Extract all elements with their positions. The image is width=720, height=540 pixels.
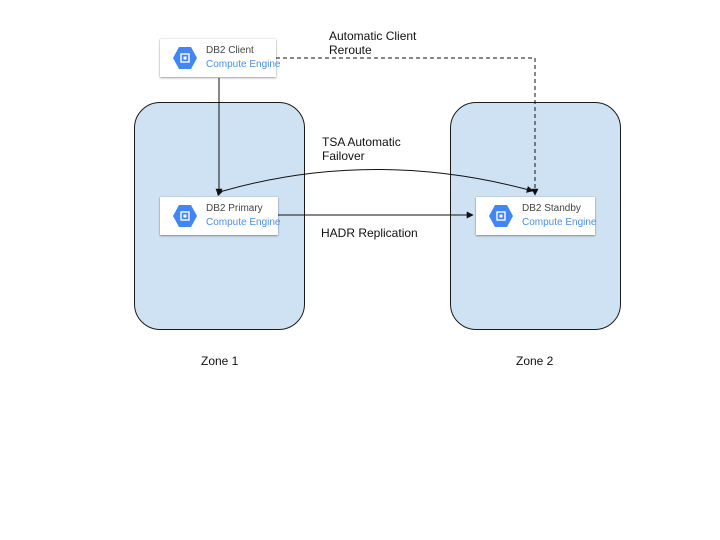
db2-primary-title: DB2 Primary xyxy=(206,203,263,214)
db2-primary-card[interactable]: DB2 Primary Compute Engine xyxy=(160,197,281,235)
hadr-replication-label: HADR Replication xyxy=(321,226,418,240)
compute-engine-icon xyxy=(173,47,197,69)
db2-standby-card[interactable]: DB2 Standby Compute Engine xyxy=(476,197,597,235)
zone-2-label: Zone 2 xyxy=(516,354,554,368)
zone-1-label: Zone 1 xyxy=(201,354,239,368)
failover-arrow xyxy=(215,169,534,197)
compute-engine-icon xyxy=(489,205,513,227)
failover-label: TSA Automatic Failover xyxy=(322,135,401,163)
client-reroute-label: Automatic Client Reroute xyxy=(329,29,417,57)
client-reroute-arrow xyxy=(276,57,539,196)
db2-standby-subtitle: Compute Engine xyxy=(522,217,597,228)
db2-standby-title: DB2 Standby xyxy=(522,203,581,214)
db2-client-title: DB2 Client xyxy=(206,45,254,56)
db2-client-subtitle: Compute Engine xyxy=(206,59,281,70)
compute-engine-icon xyxy=(173,205,197,227)
db2-client-card[interactable]: DB2 Client Compute Engine xyxy=(160,39,281,77)
db2-primary-subtitle: Compute Engine xyxy=(206,217,281,228)
